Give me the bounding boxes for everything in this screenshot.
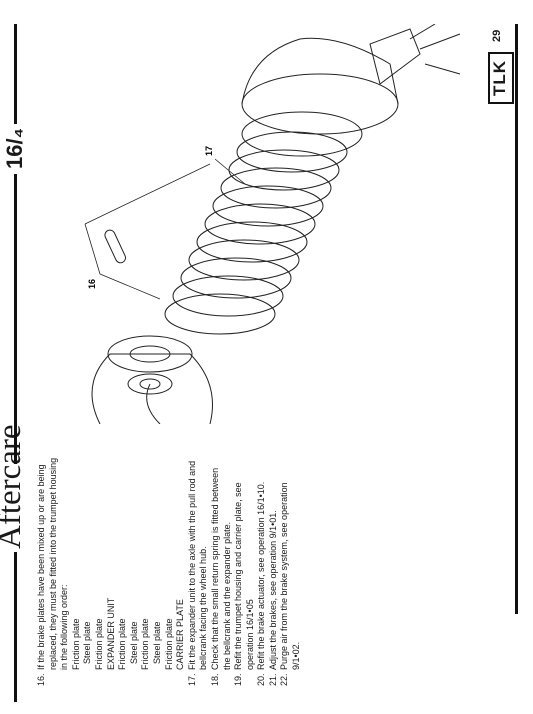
step-item: 20. Refit the brake actuator, see operat… — [256, 456, 268, 686]
callout-17: 17 — [204, 146, 214, 156]
actuator-bracket — [369, 28, 421, 85]
plate-list-item: Friction plate — [70, 618, 81, 670]
plate-list-item: Steel plate — [128, 621, 139, 664]
step-item: 18. Check that the small return spring i… — [210, 456, 233, 686]
plate-stack — [164, 111, 363, 335]
axle-housing — [91, 353, 213, 424]
step-number: 19. — [233, 673, 244, 686]
instruction-list: 16. If the brake plates have been mixed … — [36, 456, 303, 686]
plate-list-item: Friction plate — [163, 618, 174, 670]
step-number: 18. — [209, 673, 220, 686]
step-number: 16. — [36, 673, 46, 686]
leader-line — [84, 163, 211, 300]
section-number: 16/₄ — [2, 127, 27, 169]
callout-16: 16 — [87, 279, 97, 289]
plate-list-item: Steel plate — [82, 621, 93, 664]
step-text: Refit the brake actuator, see operation … — [256, 481, 267, 670]
footer-rule — [14, 552, 17, 702]
step-item: 17. Fit the expander unit to the axle wi… — [187, 456, 210, 686]
logo: TLK — [488, 51, 514, 104]
plate-list-item: EXPANDER UNIT — [105, 597, 116, 670]
step-item: 16. If the brake plates have been mixed … — [36, 456, 71, 686]
step-number: 17. — [186, 673, 197, 686]
pin — [104, 229, 126, 264]
step-number: 21. — [267, 673, 278, 686]
step-text: If the brake plates have been mixed up o… — [36, 457, 70, 670]
leader-line — [214, 158, 246, 185]
page-number: 29 — [491, 29, 503, 42]
plate-list-item: Friction plate — [117, 618, 128, 670]
plate-list-item: CARRIER PLATE — [175, 599, 186, 670]
carrier-housing — [241, 73, 399, 135]
step-text: Adjust the brakes, see operation 9/1•01. — [267, 510, 278, 670]
footer-rule — [14, 24, 17, 124]
step-text: Refit the trumpet housing and carrier pl… — [233, 482, 255, 670]
step-item: 21. Adjust the brakes, see operation 9/1… — [268, 456, 280, 686]
step-text: Check that the small return spring is fi… — [209, 467, 232, 670]
plate-list-item: Steel plate — [151, 621, 162, 664]
step-number: 22. — [279, 673, 290, 686]
plate-list-item: Friction plate — [93, 618, 104, 670]
step-item: 19. Refit the trumpet housing and carrie… — [233, 456, 256, 686]
plate-list-item: Friction plate — [140, 618, 151, 670]
brake-assembly-diagram: 16 17 — [84, 24, 461, 424]
top-rule — [515, 24, 518, 614]
step-item: 22. Purge air from the brake system, see… — [279, 456, 302, 686]
step-text: Purge air from the brake system, see ope… — [279, 482, 302, 670]
step-text: Fit the expander unit to the axle with t… — [186, 460, 209, 670]
step-number: 20. — [256, 673, 267, 686]
footer-rule — [14, 174, 17, 464]
housing-flange — [107, 335, 193, 373]
